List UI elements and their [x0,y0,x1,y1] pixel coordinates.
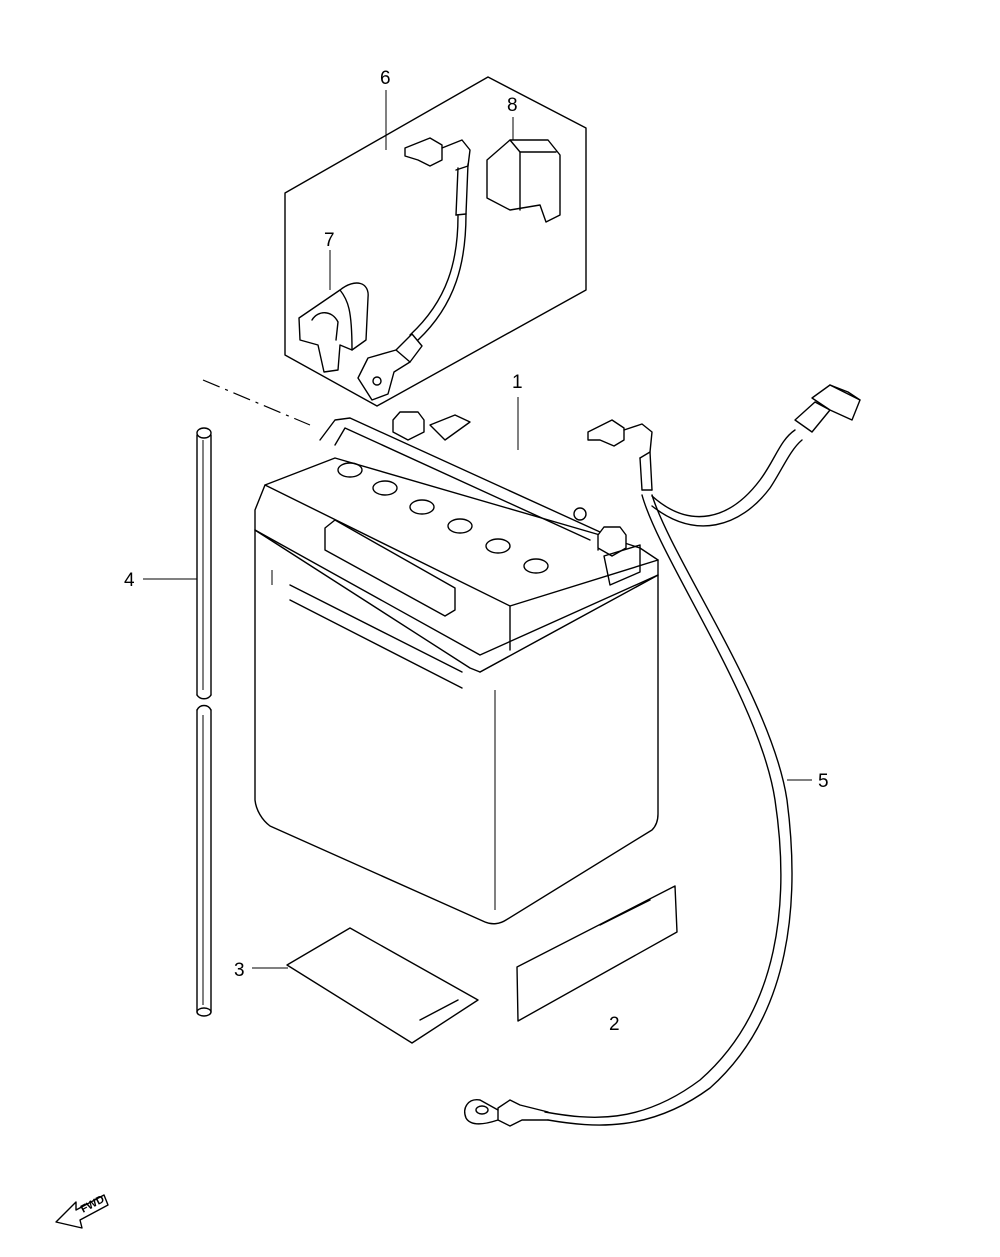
callout-2: 2 [609,1014,620,1035]
battery-terminal-positive [597,526,641,586]
callout-8: 8 [507,95,518,116]
callout-3: 3 [234,960,245,981]
breather-tube-4 [196,379,311,1017]
battery-cell-caps [337,462,549,574]
kit-terminal-lead [357,137,471,401]
pad-2 [516,885,678,1022]
leader-lines [143,90,812,969]
callout-7: 7 [324,230,335,251]
callout-1: 1 [512,372,523,393]
callout-6: 6 [380,68,391,89]
battery-terminal-negative [392,411,471,441]
callout-4: 4 [124,570,135,591]
battery-1 [254,411,659,925]
terminal-cover-8 [486,139,561,223]
terminal-kit-group [284,76,587,407]
terminal-cover-7 [298,282,369,373]
pad-3 [286,927,479,1044]
battery-lead-5 [464,384,861,1127]
callout-5: 5 [818,771,829,792]
callout-labels: 1 2 3 4 5 6 7 8 [124,68,829,1035]
fwd-arrow-icon: FWD [55,1193,109,1229]
